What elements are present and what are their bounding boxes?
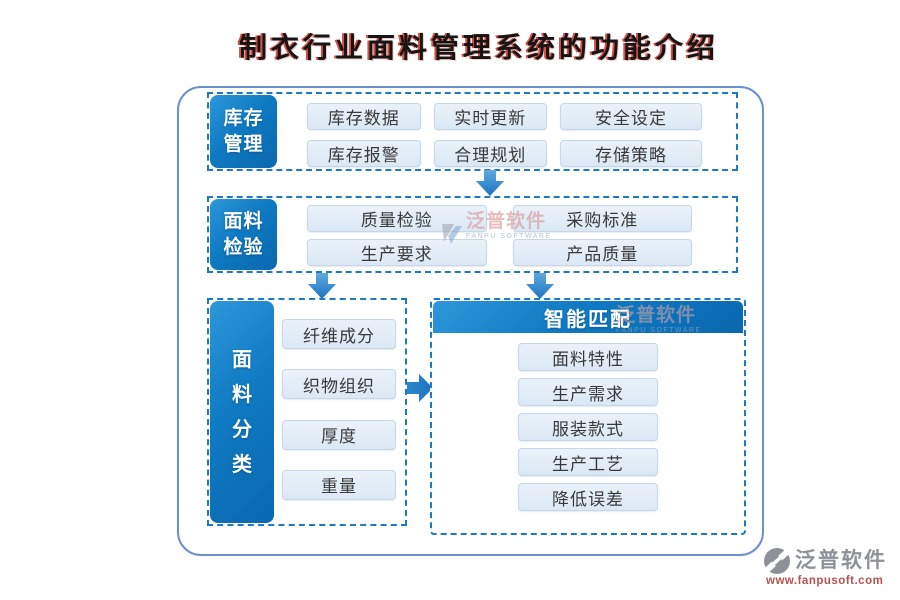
diagram-node: 产品质量	[512, 239, 692, 266]
fanpu-logo-icon	[762, 546, 792, 576]
section-label-classification: 面 料 分 类	[210, 301, 274, 523]
label-char: 料	[232, 383, 252, 406]
footer-brand-row: 泛普软件	[762, 546, 900, 576]
section-inventory-management: 库存 管理 库存数据 实时更新 安全设定 库存报警 合理规划 存储策略	[207, 92, 738, 171]
label-line: 面料	[223, 210, 264, 232]
label-line: 检验	[223, 236, 264, 258]
smart-matching-header: 智能匹配	[433, 301, 743, 333]
section-label-inspection: 面料 检验	[210, 199, 277, 270]
diagram-node: 库存报警	[307, 140, 421, 167]
diagram-node: 实时更新	[433, 103, 548, 130]
diagram-node: 质量检验	[307, 205, 487, 232]
diagram-node: 合理规划	[433, 140, 548, 167]
classification-items: 纤维成分 织物组织 厚度 重量	[279, 300, 399, 524]
page-title: 制衣行业面料管理系统的功能介绍	[238, 31, 719, 64]
diagram-node: 服装款式	[518, 413, 658, 441]
section-fabric-classification: 面 料 分 类 纤维成分 织物组织 厚度 重量	[207, 298, 407, 526]
label-char: 类	[232, 453, 252, 476]
arrow-down-icon	[476, 170, 504, 196]
diagram-node: 面料特性	[518, 343, 658, 371]
diagram-node: 重量	[282, 469, 396, 500]
section-label-inventory: 库存 管理	[210, 95, 277, 168]
diagram-node: 采购标准	[512, 205, 692, 232]
diagram-node: 安全设定	[560, 103, 702, 130]
footer-url: www.fanpusoft.com	[766, 575, 884, 587]
label-line: 管理	[223, 133, 264, 155]
inventory-items: 库存数据 实时更新 安全设定 库存报警 合理规划 存储策略	[285, 94, 728, 169]
diagram-node: 降低误差	[518, 483, 658, 511]
section-fabric-inspection: 面料 检验 质量检验 采购标准 生产要求 产品质量	[207, 196, 738, 273]
diagram-node: 生产需求	[518, 378, 658, 406]
diagram-node: 厚度	[282, 419, 396, 450]
arrow-down-icon	[526, 273, 554, 299]
label-char: 分	[232, 418, 252, 441]
footer-brand-name: 泛普软件	[795, 549, 887, 572]
diagram-node: 生产要求	[307, 239, 487, 266]
diagram-node: 存储策略	[560, 140, 702, 167]
diagram-node: 生产工艺	[518, 448, 658, 476]
inspection-items: 质量检验 采购标准 生产要求 产品质量	[285, 198, 728, 271]
label-char: 面	[232, 348, 252, 371]
footer-brand-block: 泛普软件 www.fanpusoft.com	[762, 546, 900, 587]
diagram-node: 库存数据	[307, 103, 421, 130]
arrow-right-icon	[407, 374, 433, 402]
diagram-node: 纤维成分	[282, 319, 396, 349]
arrow-down-icon	[308, 273, 336, 299]
section-smart-matching: 智能匹配 面料特性 生产需求 服装款式 生产工艺 降低误差	[430, 298, 746, 535]
matching-items: 面料特性 生产需求 服装款式 生产工艺 降低误差	[432, 340, 744, 533]
label-line: 库存	[223, 107, 264, 129]
diagram-node: 织物组织	[282, 369, 396, 400]
